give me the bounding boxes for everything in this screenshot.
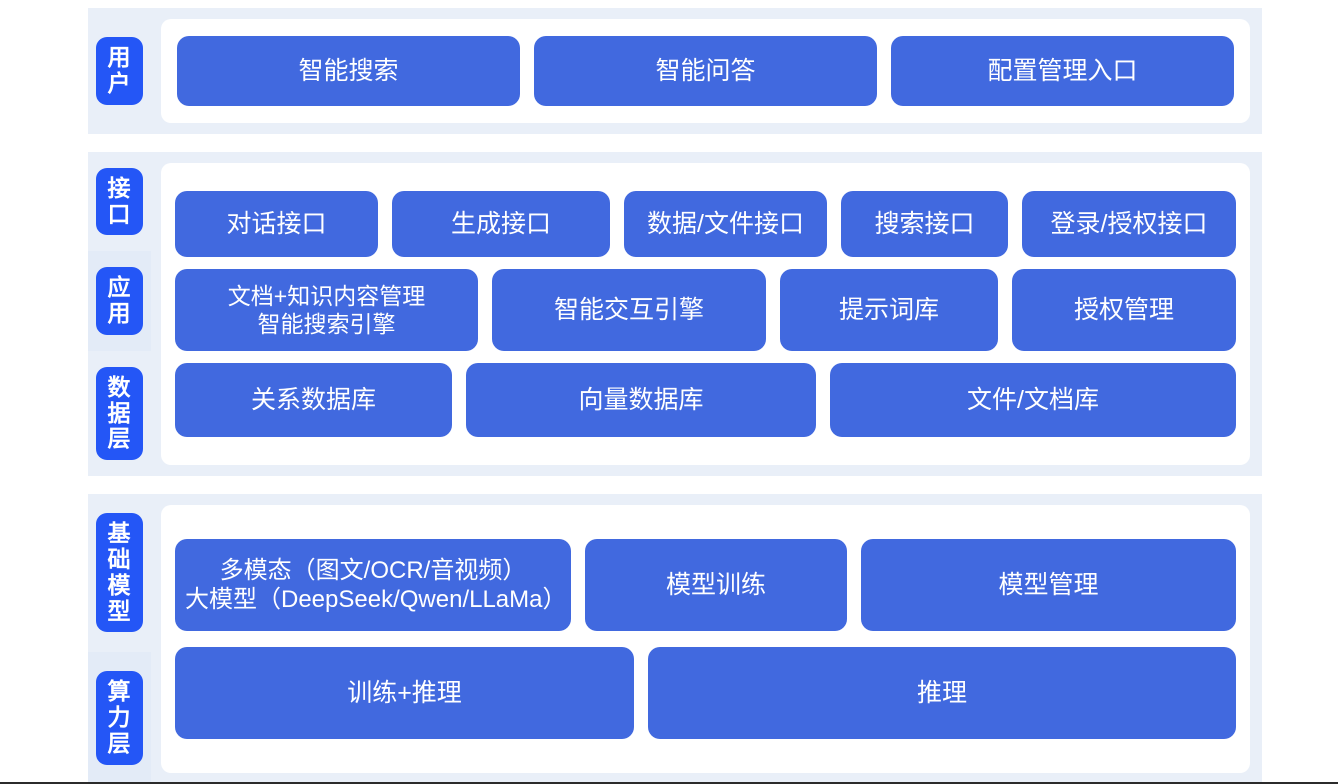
rail-cell-users: 用户	[88, 8, 151, 134]
section-middle-label-rail: 接口 应用 数据层	[88, 152, 151, 476]
layer-tag-data-label: 数据层	[107, 373, 132, 452]
card-vector-db[interactable]: 向量数据库	[466, 363, 816, 437]
row-user-entries: 智能搜索 智能问答 配置管理入口	[177, 36, 1234, 106]
section-middle: 接口 应用 数据层 对话接口 生成接口 数据/文件接口 搜索接口 登录/授权接口	[88, 152, 1262, 476]
section-base-panel: 多模态（图文/OCR/音视频） 大模型（DeepSeek/Qwen/LLaMa）…	[161, 505, 1250, 773]
layer-tag-users[interactable]: 用户	[96, 37, 143, 105]
card-smart-qa[interactable]: 智能问答	[534, 36, 877, 106]
card-file-doc-db[interactable]: 文件/文档库	[830, 363, 1236, 437]
rail-cell-base-model: 基础模型	[88, 494, 151, 652]
card-interaction-engine[interactable]: 智能交互引擎	[492, 269, 766, 351]
card-login-auth-api[interactable]: 登录/授权接口	[1022, 191, 1236, 257]
section-users-panel: 智能搜索 智能问答 配置管理入口	[161, 19, 1250, 123]
layer-tag-interface-label: 接口	[107, 174, 132, 227]
card-multimodal-llm[interactable]: 多模态（图文/OCR/音视频） 大模型（DeepSeek/Qwen/LLaMa）	[175, 539, 571, 631]
row-application: 文档+知识内容管理 智能搜索引擎 智能交互引擎 提示词库 授权管理	[175, 269, 1236, 351]
card-generate-api[interactable]: 生成接口	[392, 191, 610, 257]
row-interface: 对话接口 生成接口 数据/文件接口 搜索接口 登录/授权接口	[175, 191, 1236, 257]
layer-tag-users-label: 用户	[107, 44, 132, 96]
layer-tag-interface[interactable]: 接口	[96, 167, 143, 236]
card-search-api[interactable]: 搜索接口	[841, 191, 1008, 257]
card-model-management[interactable]: 模型管理	[861, 539, 1236, 631]
section-users: 用户 智能搜索 智能问答 配置管理入口	[88, 8, 1262, 134]
rail-cell-data: 数据层	[88, 351, 151, 476]
card-model-training[interactable]: 模型训练	[585, 539, 847, 631]
layer-tag-application[interactable]: 应用	[96, 267, 143, 335]
row-compute: 训练+推理 推理	[175, 647, 1236, 739]
card-infer[interactable]: 推理	[648, 647, 1236, 739]
rail-cell-compute: 算力层	[88, 651, 151, 784]
card-doc-knowledge-management[interactable]: 文档+知识内容管理 智能搜索引擎	[175, 269, 478, 351]
section-base: 基础模型 算力层 多模态（图文/OCR/音视频） 大模型（DeepSeek/Qw…	[88, 494, 1262, 784]
row-data: 关系数据库 向量数据库 文件/文档库	[175, 363, 1236, 437]
card-dialog-api[interactable]: 对话接口	[175, 191, 378, 257]
card-smart-search[interactable]: 智能搜索	[177, 36, 520, 106]
rail-cell-interface: 接口	[88, 152, 151, 251]
card-train-infer[interactable]: 训练+推理	[175, 647, 634, 739]
section-base-label-rail: 基础模型 算力层	[88, 494, 151, 784]
section-middle-panel: 对话接口 生成接口 数据/文件接口 搜索接口 登录/授权接口 文档+知识内容管理…	[161, 163, 1250, 465]
card-auth-management[interactable]: 授权管理	[1012, 269, 1236, 351]
rail-cell-application: 应用	[88, 251, 151, 351]
layer-tag-compute[interactable]: 算力层	[96, 671, 143, 765]
row-model: 多模态（图文/OCR/音视频） 大模型（DeepSeek/Qwen/LLaMa）…	[175, 539, 1236, 631]
card-prompt-library[interactable]: 提示词库	[780, 269, 998, 351]
layer-tag-base-model[interactable]: 基础模型	[96, 513, 143, 633]
card-data-file-api[interactable]: 数据/文件接口	[624, 191, 827, 257]
layer-tag-base-model-label: 基础模型	[107, 520, 132, 624]
layer-tag-data[interactable]: 数据层	[96, 366, 143, 461]
layer-tag-application-label: 应用	[107, 274, 132, 327]
section-users-label-rail: 用户	[88, 8, 151, 134]
layer-tag-compute-label: 算力层	[107, 678, 132, 756]
card-config-entry[interactable]: 配置管理入口	[891, 36, 1234, 106]
bottom-divider	[0, 782, 1338, 784]
card-relational-db[interactable]: 关系数据库	[175, 363, 452, 437]
